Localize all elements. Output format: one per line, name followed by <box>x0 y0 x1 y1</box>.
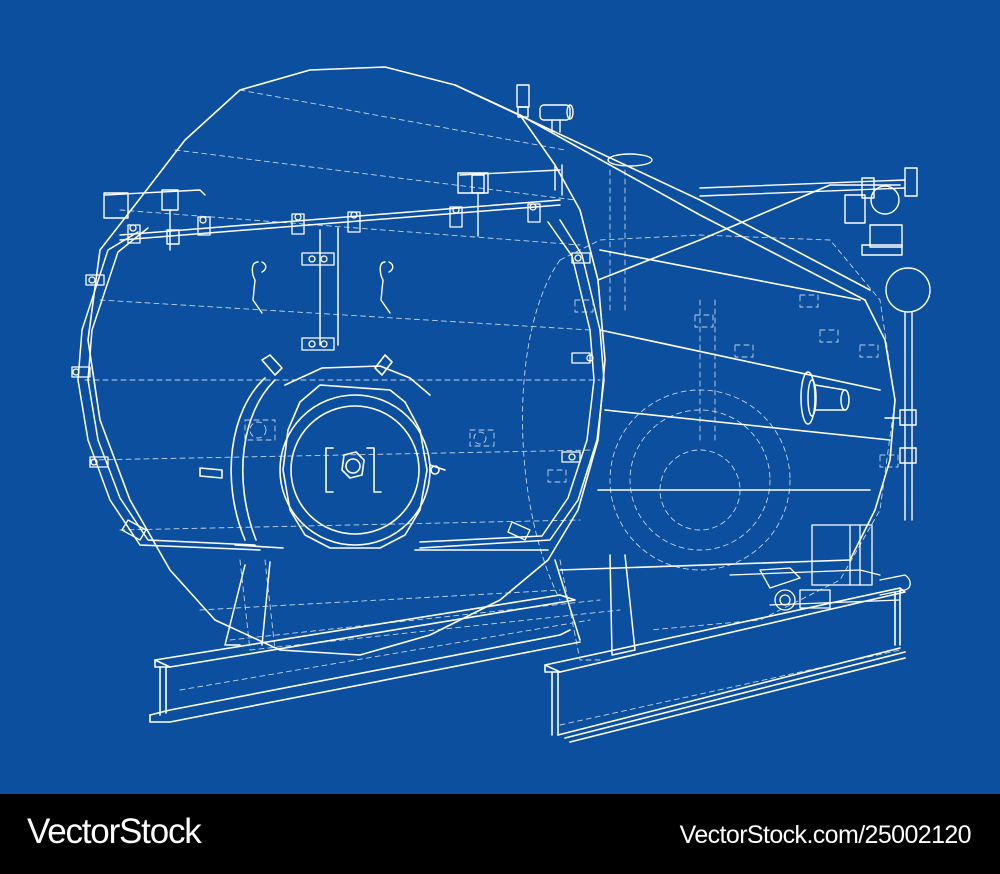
bracket-left <box>325 447 334 493</box>
clip <box>127 224 141 244</box>
door-handles <box>251 261 394 314</box>
clip <box>291 213 305 235</box>
base-i-beams <box>149 587 906 743</box>
clip <box>571 252 591 264</box>
clip <box>347 211 361 233</box>
clip <box>89 456 109 468</box>
clip <box>197 216 211 236</box>
clip <box>507 521 531 541</box>
door-clips <box>71 203 594 541</box>
top-brackets <box>103 164 563 251</box>
clip <box>301 337 335 351</box>
clip <box>85 274 105 286</box>
top-fittings <box>516 84 653 167</box>
side-nozzle <box>800 371 850 425</box>
manway-outer-ring <box>279 394 431 546</box>
clip <box>561 451 581 463</box>
water-level-column <box>699 167 931 521</box>
boiler-wireframe-drawing <box>71 66 931 743</box>
clip <box>449 206 463 228</box>
manway-inner-ring <box>290 405 420 535</box>
boiler-shell <box>87 66 901 656</box>
valve-fitting <box>516 84 530 108</box>
hex-nut <box>341 451 365 479</box>
watermark-footer: VectorStock VectorStock.com/25002120 <box>0 794 1000 874</box>
clip <box>121 519 147 541</box>
clip <box>301 252 335 266</box>
top-nozzle <box>607 153 653 167</box>
brand-logo-text: VectorStock <box>27 812 202 851</box>
blueprint-canvas <box>0 0 1000 794</box>
sight-glass <box>885 267 931 313</box>
image-id-text: VectorStock.com/25002120 <box>679 821 972 849</box>
burner-manway <box>199 354 549 551</box>
front-door-frame <box>77 199 605 551</box>
clip <box>71 366 91 378</box>
clip <box>527 203 541 223</box>
clip <box>571 352 594 364</box>
bracket-right <box>366 447 382 493</box>
pipe-fitting <box>539 104 571 121</box>
saddle-supports <box>224 554 636 656</box>
